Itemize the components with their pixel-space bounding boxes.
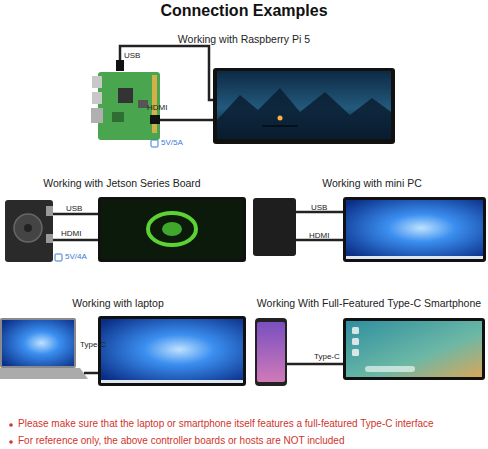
power-icon [55, 254, 62, 261]
usb-cable [120, 46, 216, 100]
type-c-cable [84, 372, 100, 375]
page-title: Connection Examples [160, 1, 327, 20]
power-label: 5V/5A [161, 138, 183, 148]
mini-pc [253, 198, 296, 256]
section-heading: Working With Full-Featured Type-C Smartp… [257, 297, 481, 310]
smartphone [255, 318, 287, 386]
display-screen [343, 197, 486, 262]
note-text: For reference only, the above controller… [18, 435, 344, 447]
power-label: 5V/4A [65, 252, 87, 262]
port-label: HDMI [309, 231, 329, 241]
port-label: USB [124, 51, 140, 61]
hdmi-cable [156, 119, 216, 122]
port-label: HDMI [61, 229, 81, 239]
section-heading: Working with laptop [72, 297, 163, 310]
display-screen [98, 197, 246, 262]
note-text: Please make sure that the laptop or smar… [18, 418, 434, 430]
port-label: Type-C [314, 352, 340, 362]
section-heading: Working with Jetson Series Board [43, 177, 200, 190]
display-screen [343, 318, 485, 380]
usb-plug [116, 60, 124, 71]
port-label: Type-C [80, 340, 106, 350]
bullet-dot [9, 423, 13, 427]
display-screen [98, 316, 246, 386]
bullet-dot [9, 440, 13, 444]
type-c-cable [287, 363, 345, 366]
hdmi-plug [150, 115, 160, 124]
hdmi-cable [53, 239, 100, 242]
jetson-board [5, 200, 53, 262]
laptop [0, 318, 88, 379]
port-label: HDMI [147, 103, 167, 113]
power-icon [151, 140, 158, 147]
section-heading: Working with Raspberry Pi 5 [178, 33, 310, 46]
port-label: USB [66, 204, 82, 214]
usb-cable [53, 213, 100, 216]
section-heading: Working with mini PC [322, 177, 422, 190]
port-label: USB [311, 203, 327, 213]
display-screen [213, 68, 395, 144]
